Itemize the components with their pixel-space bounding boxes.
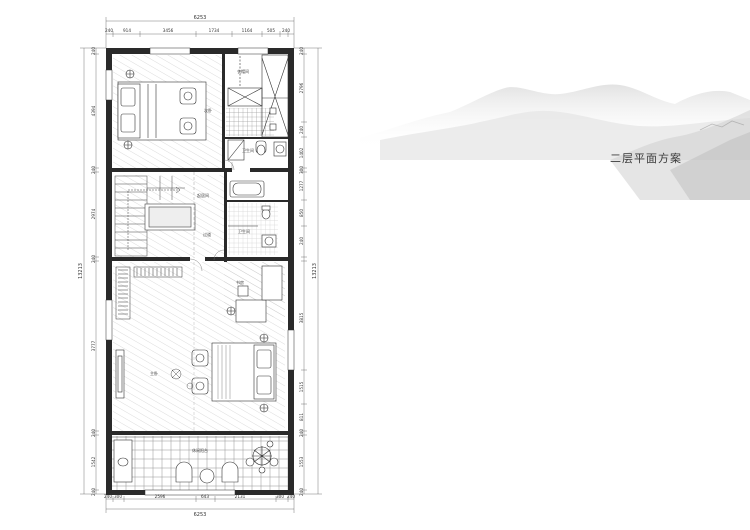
dim-right-seg: 2796: [299, 82, 304, 93]
label-terrace: 休闲阳台: [192, 447, 208, 453]
windows: [105, 47, 295, 496]
dim-bottom-seg: 643: [201, 494, 209, 499]
dim-right-seg: 240: [299, 237, 304, 245]
dim-left-seg: 1542: [91, 456, 96, 467]
dim-left-seg: 3777: [91, 340, 96, 351]
dim-left-seg: 240: [91, 255, 96, 263]
door-swings: [189, 159, 235, 272]
dim-right-segments: 240 2796 240 1402 300 1277 850 240 3815 …: [299, 47, 304, 496]
dim-top-total: 6253: [194, 15, 207, 21]
terrace-furniture: [113, 439, 279, 484]
dim-left-segments: 240 4394 240 2974 240 3777 240 1542 240: [91, 47, 96, 496]
dim-right-seg: 1277: [299, 180, 304, 191]
label-walkin: 衣帽间: [237, 68, 249, 74]
bed-master: [191, 333, 277, 413]
study-furniture: [226, 265, 283, 323]
dim-right-seg: 240: [299, 47, 304, 55]
dim-lines-top: [105, 17, 295, 48]
dim-lines-bottom: [105, 495, 295, 513]
room-labels: 次卧 衣帽间 卫生间 起居间 过道 卫生间 书房 主卧 休闲阳台: [150, 68, 254, 453]
dim-left-seg: 2974: [91, 208, 96, 219]
label-bedroom-top: 次卧: [204, 107, 212, 113]
dim-right-seg: 300: [299, 166, 304, 174]
dim-bottom-seg: 240: [104, 494, 112, 499]
label-bath-top: 卫生间: [242, 147, 254, 153]
dim-left-seg: 240: [91, 429, 96, 437]
center-rug: [170, 368, 194, 390]
mountain-watermark: [360, 84, 750, 200]
dim-bottom-seg: 2131: [235, 494, 246, 499]
page-title: 二层平面方案: [610, 152, 682, 165]
dim-left-total: 13213: [78, 263, 84, 279]
dim-right-seg: 811: [299, 413, 304, 421]
closet-top: [227, 54, 289, 138]
wardrobes: [115, 266, 183, 320]
dim-right-seg: 1402: [299, 147, 304, 158]
dim-bottom-seg: 300: [276, 494, 284, 499]
label-corridor: 过道: [203, 231, 211, 237]
dim-right-seg: 240: [299, 488, 304, 496]
dim-bottom-seg: 300: [114, 494, 122, 499]
dim-top-seg: 1734: [209, 28, 220, 33]
dim-right-seg: 3815: [299, 312, 304, 323]
atrium-void: [144, 203, 196, 231]
dim-right-seg: 850: [299, 209, 304, 217]
label-hall: 起居间: [197, 192, 209, 198]
dim-bottom-seg: 2596: [155, 494, 166, 499]
dim-top-seg: 505: [267, 28, 275, 33]
dim-bottom-segments: 240 300 2596 643 2131 300 240: [104, 494, 295, 499]
bath-mid-fixtures: [228, 180, 277, 248]
dim-right-seg: 240: [299, 429, 304, 437]
dim-right-seg: 1553: [299, 456, 304, 467]
dim-left-seg: 240: [91, 47, 96, 55]
label-study: 书房: [236, 279, 244, 285]
bed-top: [117, 69, 207, 150]
bath-top-fixtures: [227, 107, 287, 161]
dim-top-segments: 240 914 3456 1734 1164 505 240: [105, 28, 290, 33]
dim-right-seg: 1515: [299, 381, 304, 392]
dim-top-seg: 914: [123, 28, 131, 33]
dim-left-seg: 4394: [91, 105, 96, 116]
dim-lines-right: [294, 47, 322, 495]
dim-top-seg: 3456: [163, 28, 174, 33]
label-master: 主卧: [150, 370, 158, 376]
dim-top-seg: 240: [282, 28, 290, 33]
dim-top-seg: 1164: [242, 28, 253, 33]
dim-right-total: 13213: [312, 263, 318, 279]
terrace-tiles: [108, 436, 288, 490]
dim-left-seg: 240: [91, 488, 96, 496]
dim-bottom-seg: 240: [287, 494, 295, 499]
dim-bottom-total: 6253: [194, 512, 207, 518]
dim-right-seg: 240: [299, 126, 304, 134]
tv-cabinet: [115, 349, 125, 399]
dim-lines-left: [80, 47, 106, 495]
label-bath-mid: 卫生间: [238, 228, 250, 234]
dim-left-seg: 240: [91, 166, 96, 174]
dim-top-seg: 240: [105, 28, 113, 33]
bath-top-tiles: [226, 108, 274, 136]
